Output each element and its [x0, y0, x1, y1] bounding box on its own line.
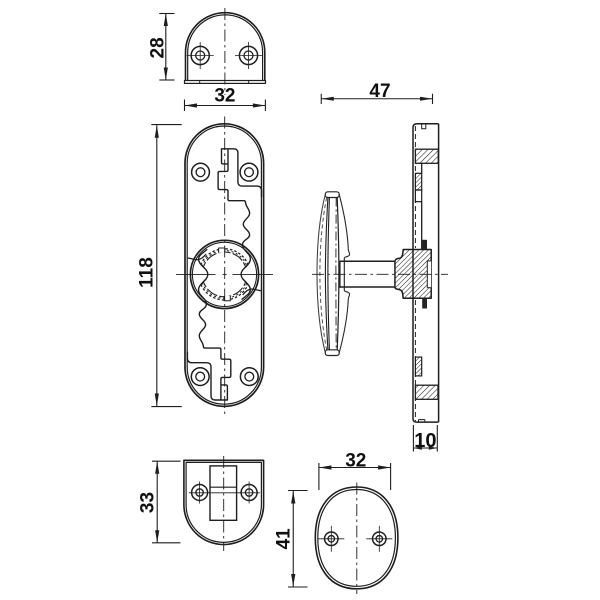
svg-text:28: 28: [148, 37, 169, 58]
svg-text:32: 32: [345, 451, 366, 472]
svg-text:47: 47: [369, 81, 390, 102]
svg-text:118: 118: [137, 257, 158, 288]
svg-text:41: 41: [273, 528, 294, 550]
svg-text:10: 10: [414, 430, 436, 452]
svg-text:33: 33: [138, 492, 159, 513]
svg-text:32: 32: [214, 85, 235, 106]
